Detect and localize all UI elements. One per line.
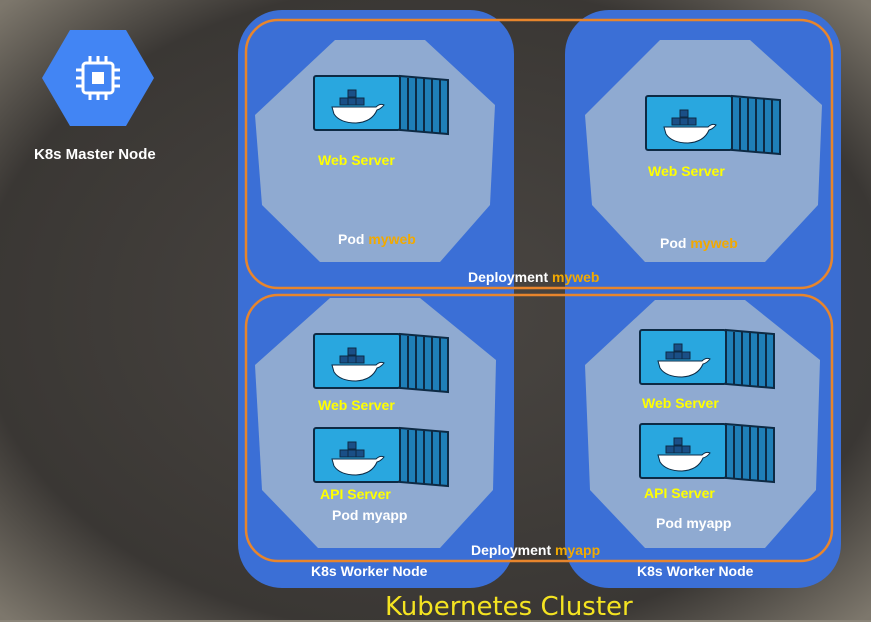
deployment-prefix: Deployment (471, 542, 552, 558)
deployment-name: myweb (552, 269, 600, 285)
pod-name: myweb (368, 231, 416, 247)
container-label: Web Server (318, 397, 395, 413)
master-node-label: K8s Master Node (34, 146, 156, 163)
container-label: Web Server (648, 163, 725, 179)
pod-prefix: Pod (656, 515, 683, 531)
pod-name: myapp (686, 515, 732, 531)
pod-name: myapp (362, 507, 408, 523)
container-label: API Server (320, 486, 391, 502)
deployment-label: Deployment myapp (471, 542, 600, 558)
container-web-server-3 (313, 333, 449, 393)
container-label: API Server (644, 485, 715, 501)
deployment-myapp-border (244, 293, 834, 563)
container-label: Web Server (642, 395, 719, 411)
pod-label: Pod myweb (660, 235, 738, 251)
deployment-name: myapp (555, 542, 601, 558)
pod-label: Pod myweb (338, 231, 416, 247)
cluster-title: Kubernetes Cluster (385, 592, 633, 622)
pod-label: Pod myapp (332, 507, 407, 523)
pod-prefix: Pod (338, 231, 365, 247)
container-api-server-2 (639, 423, 775, 483)
deployment-label: Deployment myweb (468, 269, 599, 285)
pod-prefix: Pod (660, 235, 687, 251)
pod-label: Pod myapp (656, 515, 731, 531)
deployment-prefix: Deployment (468, 269, 549, 285)
worker-node-label: K8s Worker Node (311, 563, 428, 579)
container-label: Web Server (318, 152, 395, 168)
master-node (42, 30, 154, 126)
worker-node-label: K8s Worker Node (637, 563, 754, 579)
pod-prefix: Pod (332, 507, 359, 523)
container-web-server-2 (645, 95, 781, 155)
pod-name: myweb (690, 235, 738, 251)
container-web-server-4 (639, 329, 775, 389)
deployment-myweb-border (244, 18, 834, 290)
container-api-server-1 (313, 427, 449, 487)
container-web-server-1 (313, 75, 449, 135)
chip-icon (76, 56, 120, 100)
